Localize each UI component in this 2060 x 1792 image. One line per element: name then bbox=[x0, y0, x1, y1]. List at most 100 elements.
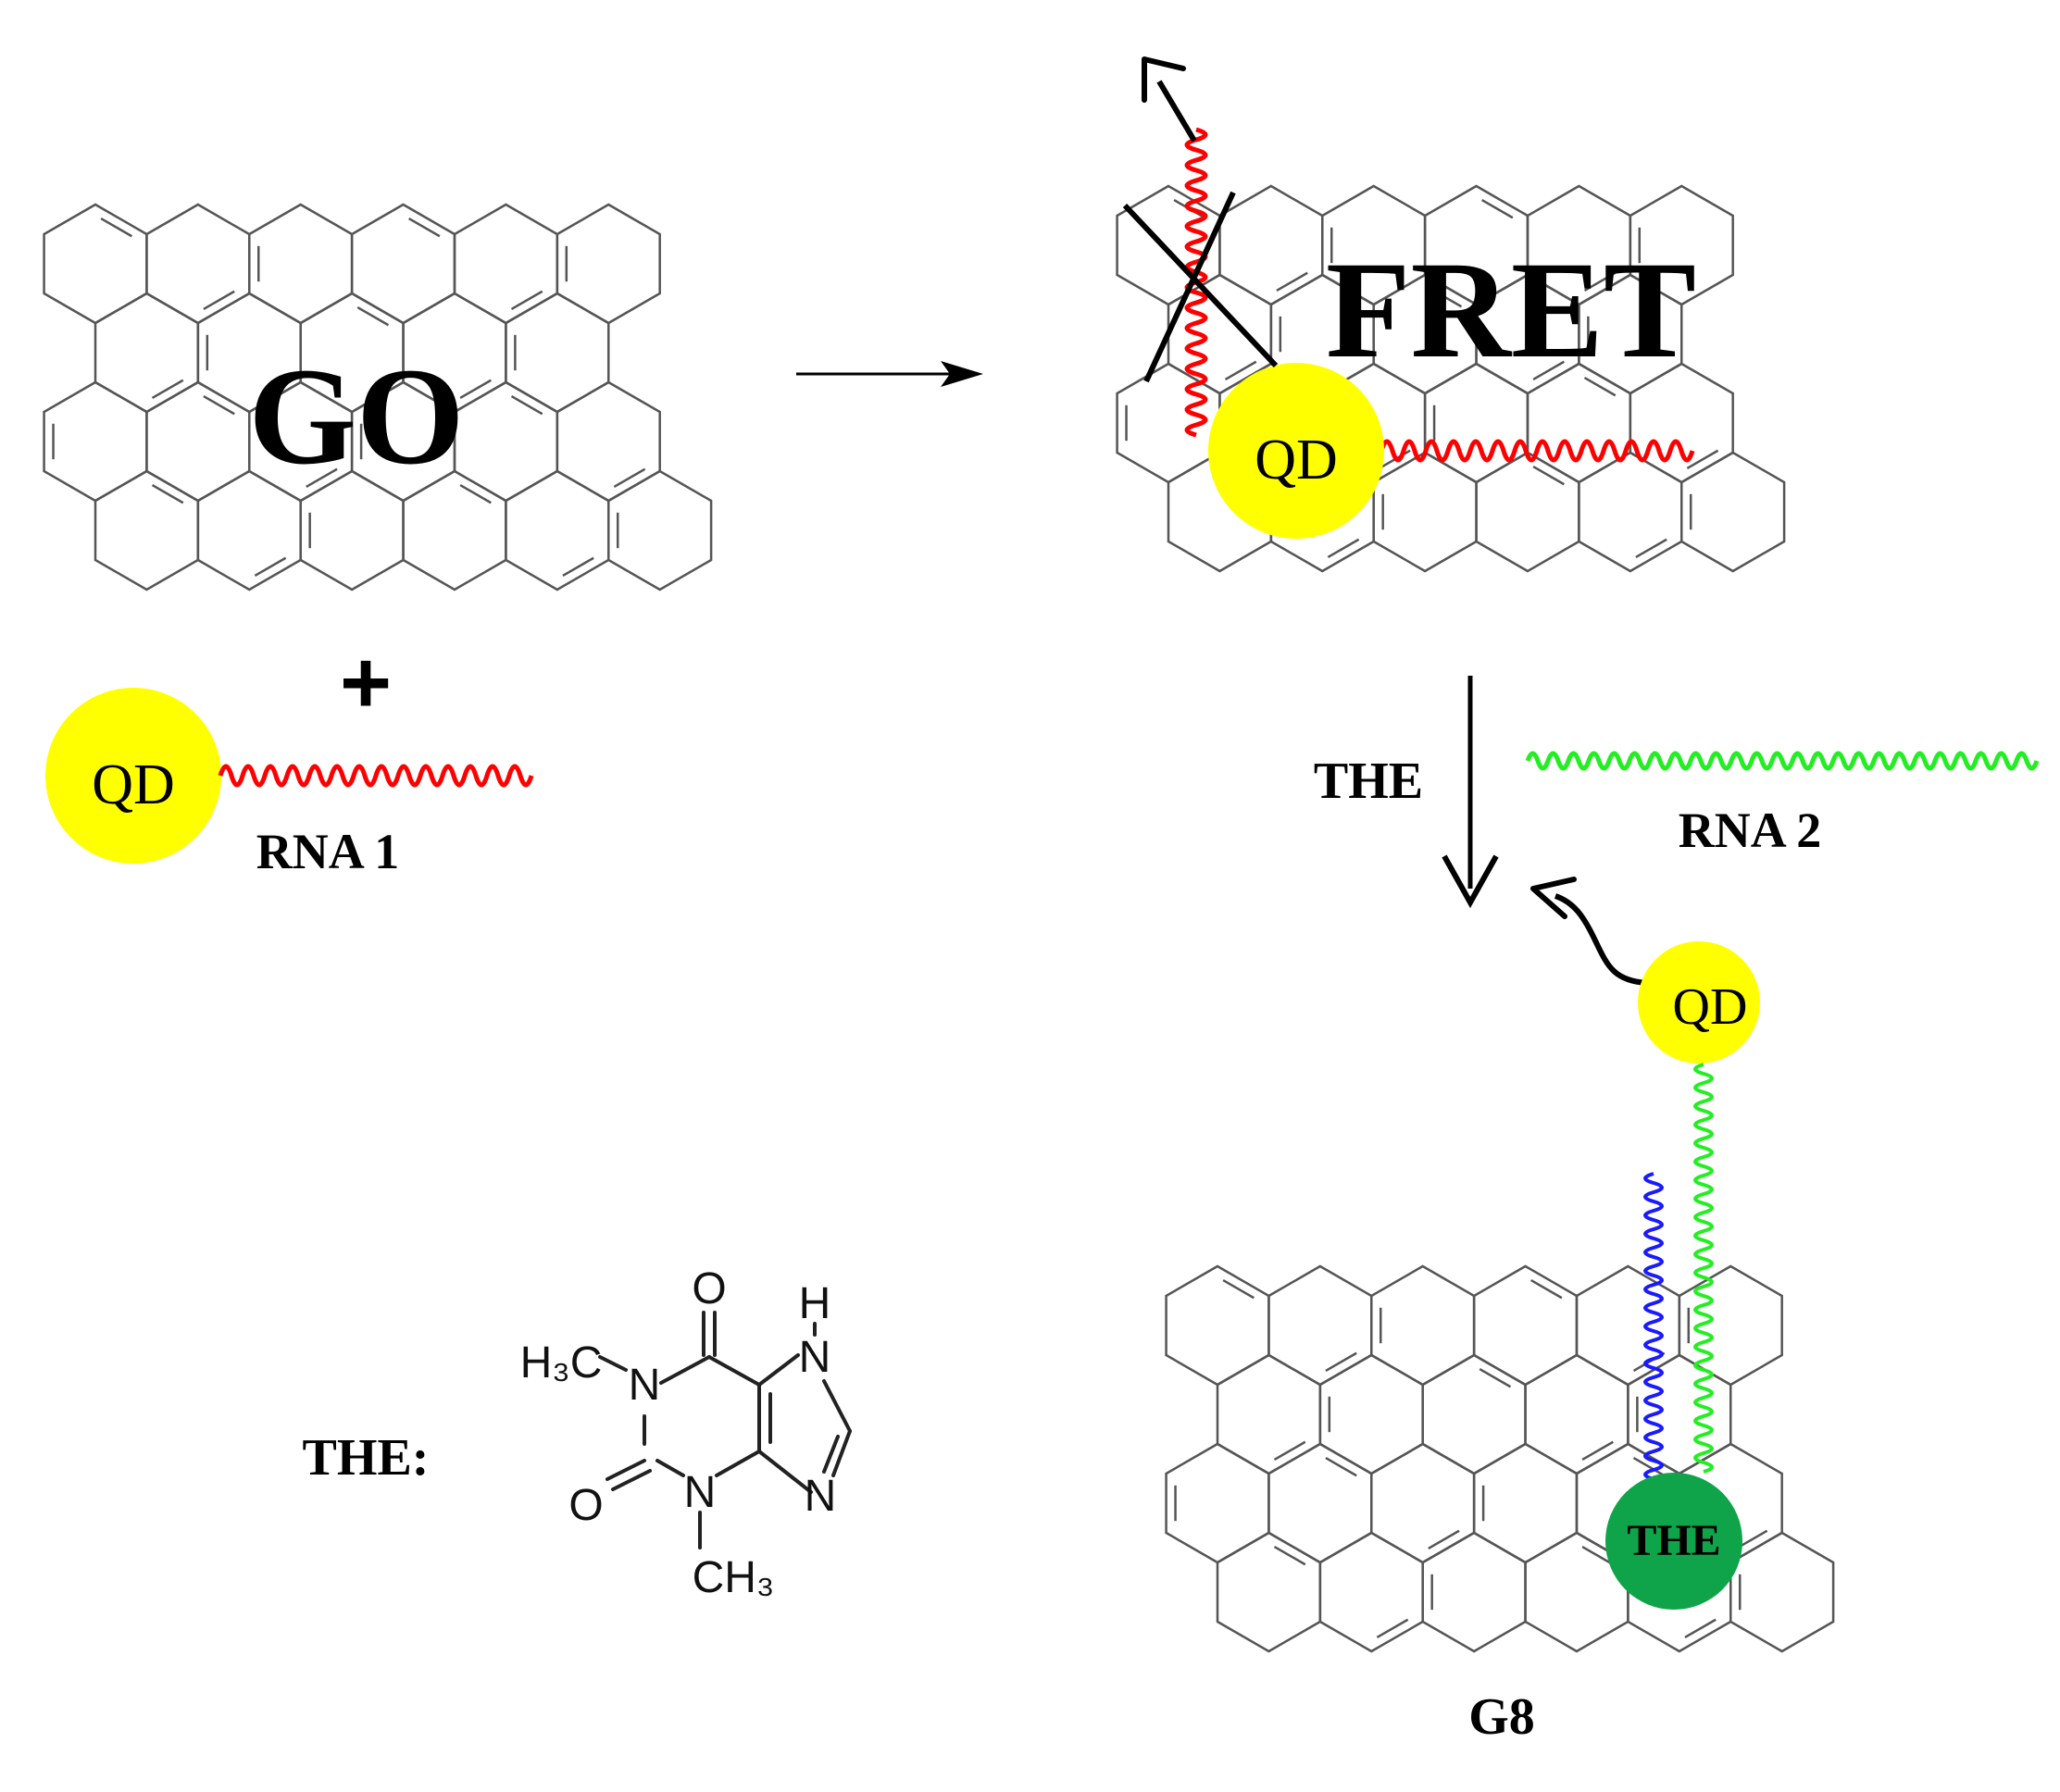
double-bond bbox=[1635, 538, 1667, 559]
hexagon-ring bbox=[1216, 1353, 1322, 1475]
rna1-strand bbox=[218, 764, 534, 788]
double-bond bbox=[306, 467, 338, 489]
hexagon-ring bbox=[1680, 451, 1786, 573]
quench-cross-line bbox=[1122, 203, 1279, 368]
hexagon-ring bbox=[1218, 184, 1324, 306]
double-bond bbox=[203, 394, 235, 416]
double-bond bbox=[1325, 1351, 1357, 1373]
hexagon-ring bbox=[1216, 1531, 1322, 1653]
svg-text:H₃C: H₃C bbox=[520, 1338, 603, 1388]
svg-text:CH₃: CH₃ bbox=[693, 1553, 775, 1602]
hexagon-ring bbox=[1475, 451, 1580, 573]
double-bond bbox=[1581, 1440, 1614, 1462]
hexagon-ring bbox=[556, 203, 661, 325]
svg-text:N: N bbox=[684, 1468, 717, 1517]
hexagon-ring bbox=[43, 203, 148, 325]
double-bond bbox=[1273, 1545, 1306, 1566]
hexagon-ring bbox=[1318, 1531, 1424, 1653]
hexagon-ring bbox=[1578, 451, 1683, 573]
hexagon-ring bbox=[1472, 1442, 1579, 1564]
hexagon-ring bbox=[43, 380, 148, 503]
double-bond bbox=[1583, 271, 1617, 292]
hexagon-ring bbox=[505, 292, 610, 414]
theophylline-dot-label: THE bbox=[1627, 1516, 1720, 1565]
svg-text:N: N bbox=[629, 1361, 661, 1410]
emission-arrow-head bbox=[1142, 56, 1186, 103]
hexagon-ring bbox=[1372, 451, 1478, 573]
theophylline-atoms: O N H₃C H N O N N CH₃ bbox=[520, 1264, 837, 1602]
hexagon-ring bbox=[94, 292, 200, 414]
hexagon-ring bbox=[1370, 1264, 1476, 1387]
double-bond bbox=[1532, 465, 1565, 486]
hexagon-ring bbox=[1421, 1353, 1527, 1475]
plus-sign: + bbox=[340, 633, 392, 732]
hexagon-ring bbox=[1524, 1353, 1629, 1475]
g8-label: G8 bbox=[1468, 1688, 1535, 1746]
double-bond bbox=[151, 379, 184, 400]
hexagon-ring bbox=[505, 469, 610, 591]
double-bond bbox=[562, 556, 594, 578]
double-bond bbox=[254, 556, 287, 578]
adsorbed-qd-rna1: QD bbox=[1122, 56, 1695, 539]
fret-label: FRET bbox=[1326, 233, 1696, 387]
hexagon-ring bbox=[350, 203, 456, 325]
double-bond bbox=[510, 290, 543, 311]
hexagon-ring bbox=[1472, 1264, 1579, 1387]
hexagon-ring bbox=[1267, 1442, 1373, 1564]
double-bond bbox=[1273, 1440, 1306, 1462]
rna2-strand-hybridized bbox=[1693, 1063, 1714, 1474]
hexagon-ring bbox=[1318, 1353, 1424, 1475]
double-bond bbox=[1327, 538, 1360, 559]
double-bond bbox=[1276, 271, 1308, 292]
reaction-arrow-down bbox=[1442, 676, 1499, 909]
hexagon-ring bbox=[556, 380, 661, 503]
quench-cross-line bbox=[1143, 191, 1236, 383]
double-bond bbox=[1583, 376, 1617, 397]
double-bond bbox=[1376, 1618, 1409, 1639]
reaction-arrow-right bbox=[796, 361, 983, 387]
release-arrow-head bbox=[1530, 877, 1577, 919]
double-bond bbox=[1325, 1456, 1357, 1477]
hexagon-ring bbox=[248, 203, 354, 325]
double-bond bbox=[1224, 360, 1257, 381]
theophylline-dot bbox=[1605, 1473, 1742, 1610]
hexagon-ring bbox=[453, 203, 559, 325]
double-bond bbox=[1686, 449, 1719, 470]
release-arrow bbox=[1554, 893, 1649, 986]
double-bond bbox=[613, 467, 646, 489]
double-bond bbox=[510, 394, 543, 416]
go-label: GO bbox=[248, 340, 464, 493]
hexagon-ring bbox=[145, 380, 251, 503]
qd-label: QD bbox=[1673, 978, 1748, 1036]
rna2-strand bbox=[1525, 751, 2040, 771]
double-bond bbox=[1481, 198, 1514, 219]
double-bond bbox=[1222, 1278, 1255, 1300]
double-bond bbox=[203, 290, 235, 311]
quantum-dot bbox=[1638, 941, 1760, 1064]
theophylline-structure bbox=[598, 1311, 852, 1549]
rna2-label: RNA 2 bbox=[1679, 803, 1822, 858]
quantum-dot bbox=[1208, 363, 1384, 539]
graphene-oxide-lattice-g8 bbox=[1165, 1264, 1835, 1653]
qd-label: QD bbox=[92, 753, 175, 816]
double-bond bbox=[1581, 1545, 1614, 1566]
double-bond bbox=[459, 379, 492, 400]
theophylline-reagent-label: THE bbox=[1314, 753, 1423, 810]
released-qd: QD bbox=[1530, 877, 1760, 1064]
hexagon-ring bbox=[1421, 1531, 1527, 1653]
rna1-strand-adsorbed bbox=[1379, 439, 1695, 463]
double-bond bbox=[1632, 1456, 1666, 1477]
double-bond bbox=[408, 217, 441, 238]
double-bond bbox=[459, 483, 492, 504]
svg-text:H: H bbox=[799, 1279, 831, 1328]
hexagon-ring bbox=[453, 380, 559, 503]
emission-arrow-line bbox=[1156, 80, 1197, 143]
double-bond bbox=[1530, 1278, 1563, 1300]
hexagon-ring bbox=[607, 469, 713, 591]
double-bond bbox=[1684, 1618, 1717, 1639]
hexagon-ring bbox=[1729, 1531, 1835, 1653]
double-bond bbox=[100, 217, 132, 238]
double-bond bbox=[356, 305, 390, 327]
double-bond bbox=[1479, 1367, 1512, 1388]
